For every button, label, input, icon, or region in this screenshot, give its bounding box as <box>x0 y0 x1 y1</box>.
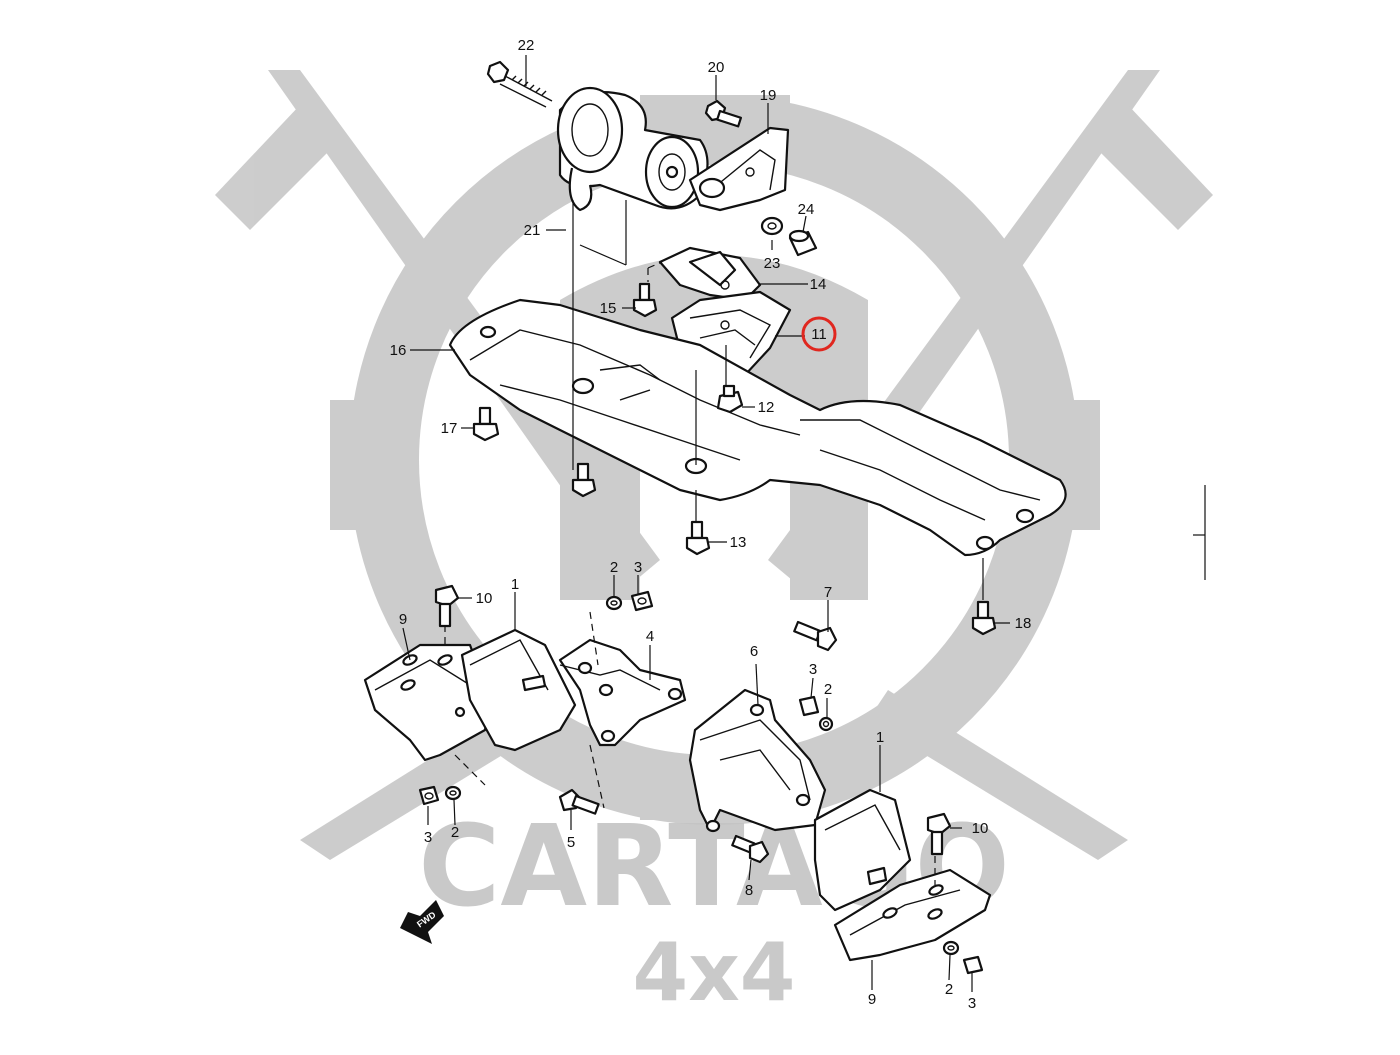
callout-3-right-upper: 3 <box>809 661 817 678</box>
callout-3-mid: 3 <box>634 559 642 576</box>
assembly-line <box>589 611 599 666</box>
callout-9-left: 9 <box>399 611 407 628</box>
assembly-line <box>589 744 605 809</box>
rubber-mount-1-right <box>813 788 912 912</box>
bolt-22 <box>486 60 553 108</box>
callout-10-right: 10 <box>972 820 989 837</box>
crossmember-16 <box>448 298 1067 557</box>
bracket-6 <box>688 688 827 833</box>
bracket-9-left <box>363 643 492 762</box>
washer-23 <box>760 216 784 236</box>
bracket-4 <box>558 638 687 747</box>
callout-labels: 22 20 19 24 21 23 14 15 11 16 12 17 13 2… <box>390 37 1032 1012</box>
callout-15: 15 <box>600 300 617 317</box>
nut-3-right-upper <box>798 695 820 717</box>
callout-3-right-lower: 3 <box>968 995 976 1012</box>
callout-24: 24 <box>798 201 815 218</box>
watermark-sub: 4x4 <box>633 926 796 1019</box>
callout-23: 23 <box>764 255 781 272</box>
bolt-13 <box>685 520 711 556</box>
callout-1-right: 1 <box>876 729 884 746</box>
bolt-lower-left <box>571 462 597 498</box>
bolt-7 <box>793 620 838 652</box>
callout-13: 13 <box>730 534 747 551</box>
bolt-8 <box>731 834 770 864</box>
nut-3-mid <box>630 590 654 612</box>
bracket-9-right <box>833 868 992 962</box>
callout-4: 4 <box>646 628 654 645</box>
spacer-24 <box>788 229 818 257</box>
bolt-10-right <box>926 812 952 856</box>
callout-1-left: 1 <box>511 576 519 593</box>
callout-14: 14 <box>810 276 827 293</box>
callout-2-right-upper: 2 <box>824 681 832 698</box>
callout-11: 11 <box>811 326 827 343</box>
bolt-5 <box>558 788 600 815</box>
callout-2-mid: 2 <box>610 559 618 576</box>
washer-2-mid <box>605 595 623 611</box>
bracket-19 <box>688 126 790 212</box>
callout-20: 20 <box>708 59 725 76</box>
callout-22: 22 <box>518 37 535 54</box>
rubber-mount-1-left <box>460 628 577 752</box>
callout-2-right-lower: 2 <box>945 981 953 998</box>
washer-2-right-lower <box>942 940 960 956</box>
callout-21: 21 <box>524 222 541 239</box>
engine-mount-21 <box>556 86 709 212</box>
bolt-20 <box>704 99 743 128</box>
washer-2-right-upper <box>818 716 834 732</box>
callout-19: 19 <box>760 87 777 104</box>
callout-18: 18 <box>1015 615 1032 632</box>
bolt-18 <box>971 600 997 636</box>
highlight-ring <box>801 316 837 352</box>
callout-3-left: 3 <box>424 829 432 846</box>
callout-12: 12 <box>758 399 775 416</box>
leader-lines <box>402 55 1010 992</box>
callout-10-left: 10 <box>476 590 493 607</box>
callout-8: 8 <box>745 882 753 899</box>
callout-17: 17 <box>441 420 458 437</box>
nut-3-right-lower <box>962 955 984 975</box>
callout-2-left: 2 <box>451 824 459 841</box>
washer-2-left <box>444 785 462 801</box>
callout-7: 7 <box>824 584 832 601</box>
callout-16: 16 <box>390 342 407 359</box>
bolt-12 <box>716 384 744 414</box>
assembly-line <box>647 261 663 269</box>
callout-6: 6 <box>750 643 758 660</box>
assembly-line <box>579 244 627 266</box>
callout-9-right: 9 <box>868 991 876 1008</box>
nut-3-left <box>418 785 440 806</box>
callout-5: 5 <box>567 834 575 851</box>
bolt-17 <box>472 406 500 442</box>
